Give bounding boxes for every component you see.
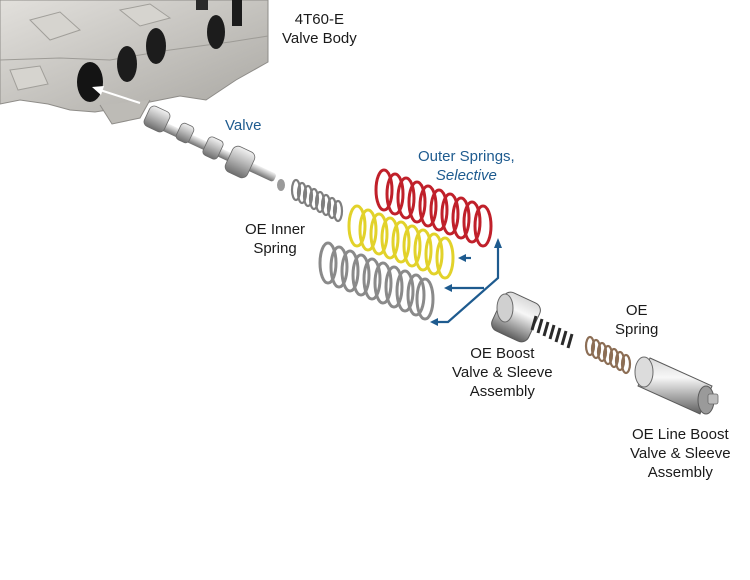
outer-spring-grey xyxy=(318,241,435,321)
valve-body-label-line1: 4T60-E xyxy=(294,11,344,28)
outer-springs-label-line1: Outer Springs, xyxy=(418,148,515,165)
valve-body-casting xyxy=(0,0,269,125)
oe-line-boost-label-line1: OE Line Boost xyxy=(631,426,729,443)
outer-spring-red xyxy=(374,168,493,248)
oe-boost-valve-sleeve xyxy=(491,291,574,349)
oe-spring-label-line2: Spring xyxy=(615,321,659,338)
oe-boost-label-line3: Assembly xyxy=(469,383,535,400)
valve-body-label-line2: Valve Body xyxy=(282,30,357,47)
oe-inner-spring-label-line1: OE Inner xyxy=(245,221,306,238)
outer-spring-yellow xyxy=(347,204,455,280)
valve-label-text: Valve xyxy=(225,117,262,134)
insert-arrow xyxy=(92,86,141,104)
selection-bracket xyxy=(430,238,502,326)
oe-line-boost-label: OE Line Boost Valve & Sleeve Assembly xyxy=(630,425,731,482)
outer-springs-label: Outer Springs, Selective xyxy=(418,147,515,185)
oe-boost-label-line2: Valve & Sleeve xyxy=(452,364,553,381)
valve-spool xyxy=(143,105,285,191)
oe-line-boost-label-line3: Assembly xyxy=(647,464,713,481)
oe-spring xyxy=(584,335,632,375)
oe-line-boost-valve-sleeve xyxy=(634,356,719,415)
oe-inner-spring-label: OE Inner Spring xyxy=(245,220,305,258)
valve-body-label: 4T60-E Valve Body xyxy=(282,10,357,48)
oe-spring-label: OE Spring xyxy=(615,301,658,339)
oe-inner-spring-label-line2: Spring xyxy=(253,240,297,257)
oe-inner-spring xyxy=(290,178,344,223)
oe-boost-label: OE Boost Valve & Sleeve Assembly xyxy=(452,344,553,401)
oe-line-boost-label-line2: Valve & Sleeve xyxy=(630,445,731,462)
oe-boost-label-line1: OE Boost xyxy=(470,345,535,362)
outer-springs-label-line2: Selective xyxy=(435,167,497,184)
oe-spring-label-line1: OE xyxy=(625,302,648,319)
valve-label: Valve xyxy=(225,116,261,135)
